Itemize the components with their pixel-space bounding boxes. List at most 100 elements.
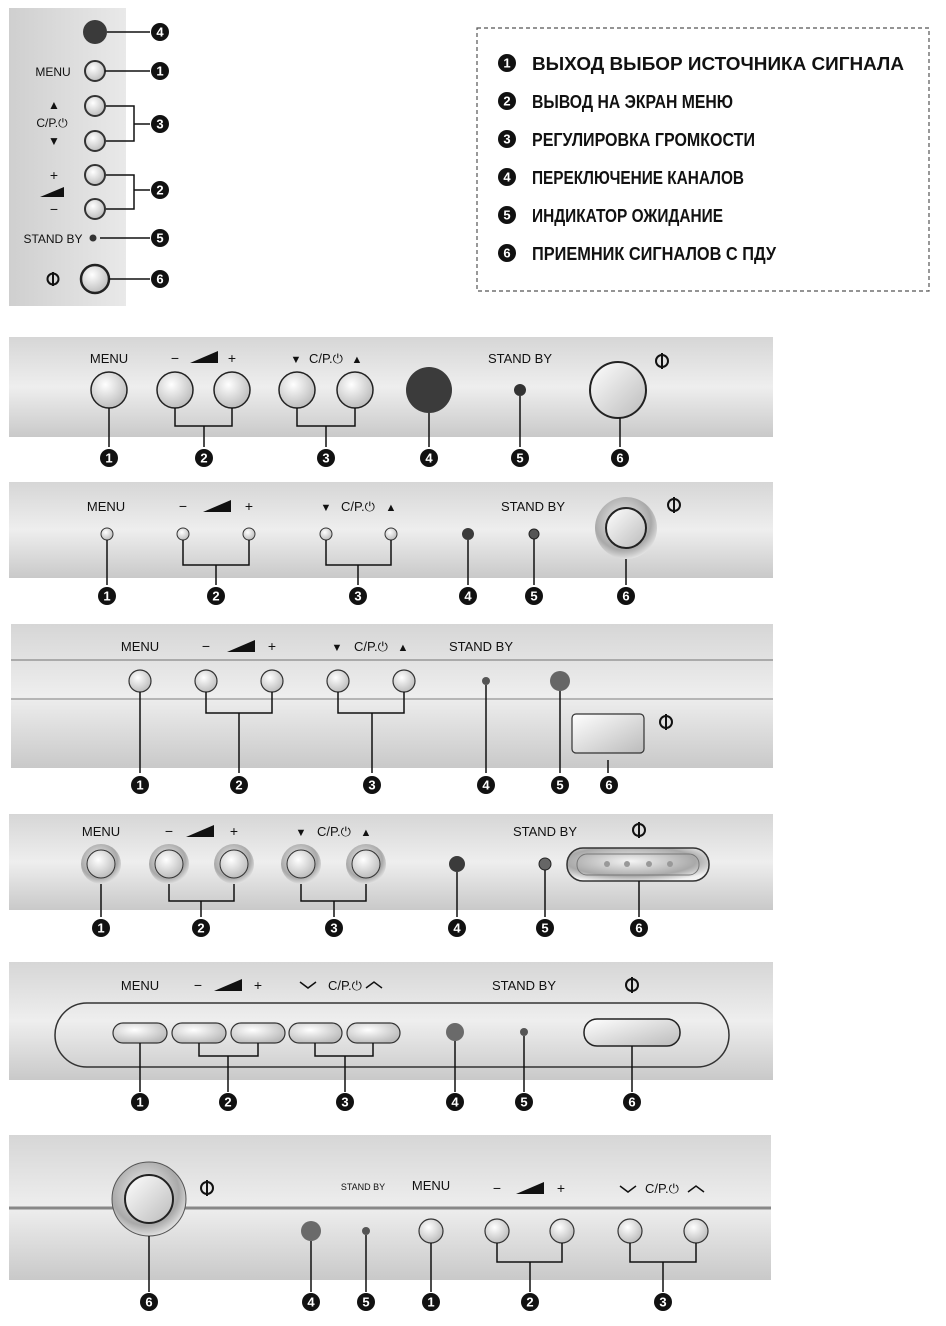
p4-minus-label: − [165,823,173,839]
p6-volume-up-button[interactable] [549,1218,575,1244]
p2-up-arrow: ▲ [386,502,397,514]
p1-up-arrow: ▲ [352,354,363,366]
p6-ch-up-chevron-icon [687,1185,705,1193]
svg-text:5: 5 [516,451,523,466]
p5-remote-sensor [446,1023,464,1041]
p1-power-button[interactable] [589,361,647,419]
p3-channel-down-button[interactable] [326,669,350,693]
p3-channel-up-button[interactable] [392,669,416,693]
p1-channel-up-button[interactable] [336,371,374,409]
callout-marker: 1 [98,587,116,605]
p4-channel-up-button[interactable] [351,849,381,879]
p4-power-dot [604,861,610,867]
legend-item-text: ПРИЕМНИК СИГНАЛОВ С ПДУ [532,244,777,264]
svg-text:1: 1 [136,778,143,793]
p4-plus-label: + [230,823,238,839]
p6-remote-sensor [301,1221,321,1241]
side-channel-down-button[interactable] [84,130,106,152]
svg-text:5: 5 [362,1295,369,1310]
p1-volume-up-button[interactable] [213,371,251,409]
p6-volume-down-button[interactable] [484,1218,510,1244]
svg-text:6: 6 [635,921,642,936]
p1-down-arrow: ▼ [291,354,302,366]
p6-power-button[interactable] [124,1174,174,1224]
p2-power-button[interactable] [605,507,647,549]
p5-bezel [54,1002,730,1068]
p3-volume-up-button[interactable] [260,669,284,693]
callout-marker: 5 [511,449,529,467]
svg-text:2: 2 [212,589,219,604]
side-power-button[interactable] [79,263,111,295]
legend-item-text: ВЫХОД ВЫБОР ИСТОЧНИКА СИГНАЛА [532,54,904,74]
p3-menu-button[interactable] [128,669,152,693]
svg-text:1: 1 [156,64,163,79]
side-channel-label: C/P.⏻ [36,116,68,130]
p3-menu-label: MENU [121,639,159,654]
callout-marker: 5 [357,1293,375,1311]
p5-channel-label: C/P.⏻ [328,978,362,993]
p5-channel-up-button[interactable] [346,1022,401,1044]
p2-channel-down-button[interactable] [319,527,333,541]
p6-volume-icon [516,1182,544,1194]
svg-text:1: 1 [503,56,510,71]
p3-volume-down-button[interactable] [194,669,218,693]
p4-power-icon [632,822,646,838]
p1-volume-down-button[interactable] [156,371,194,409]
p3-down-arrow: ▼ [332,642,343,654]
p4-volume-down-button[interactable] [154,849,184,879]
svg-text:6: 6 [628,1095,635,1110]
p5-power-button[interactable] [583,1018,681,1047]
side-volume-down-button[interactable] [84,198,106,220]
p3-power-button[interactable] [571,713,645,754]
p4-power-dot [646,861,652,867]
side-channel-up-button[interactable] [84,95,106,117]
p5-volume-down-button[interactable] [171,1022,227,1044]
p2-menu-button[interactable] [100,527,114,541]
callout-marker: 3 [336,1093,354,1111]
callout-marker: 2 [192,919,210,937]
p4-channel-label: C/P.⏻ [317,824,351,839]
svg-text:6: 6 [616,451,623,466]
p6-channel-down-button[interactable] [617,1218,643,1244]
p1-menu-label: MENU [90,351,128,366]
p4-channel-down-button[interactable] [286,849,316,879]
callout-marker: 6 [617,587,635,605]
callout-marker: 3 [654,1293,672,1311]
p2-volume-icon [203,500,231,512]
p6-menu-button[interactable] [418,1218,444,1244]
p6-channel-up-button[interactable] [683,1218,709,1244]
p3-up-arrow: ▲ [398,642,409,654]
p3-plus-label: + [268,638,276,654]
p4-standby-label: STAND BY [513,824,577,839]
p5-leaders [139,1036,633,1092]
p4-power-button[interactable] [566,847,710,882]
side-volume-up-button[interactable] [84,164,106,186]
p1-channel-label: C/P.⏻ [309,351,343,366]
p4-volume-up-button[interactable] [219,849,249,879]
side-menu-button[interactable] [84,60,106,82]
svg-text:3: 3 [330,921,337,936]
p5-menu-button[interactable] [112,1022,168,1044]
callout-marker: 6 [630,919,648,937]
p6-leaders [148,1235,697,1292]
p4-menu-button[interactable] [86,849,116,879]
p5-volume-up-button[interactable] [230,1022,286,1044]
p2-volume-down-button[interactable] [176,527,190,541]
callout-marker: 3 [151,115,169,133]
svg-text:3: 3 [659,1295,666,1310]
callout-marker: 1 [422,1293,440,1311]
p1-menu-button[interactable] [90,371,128,409]
svg-text:5: 5 [503,208,510,223]
legend-item-text: ПЕРЕКЛЮЧЕНИЕ КАНАЛОВ [532,168,744,188]
p2-volume-up-button[interactable] [242,527,256,541]
panel-3 [11,624,773,768]
p2-channel-up-button[interactable] [384,527,398,541]
p1-channel-down-button[interactable] [278,371,316,409]
p5-channel-down-button[interactable] [288,1022,343,1044]
